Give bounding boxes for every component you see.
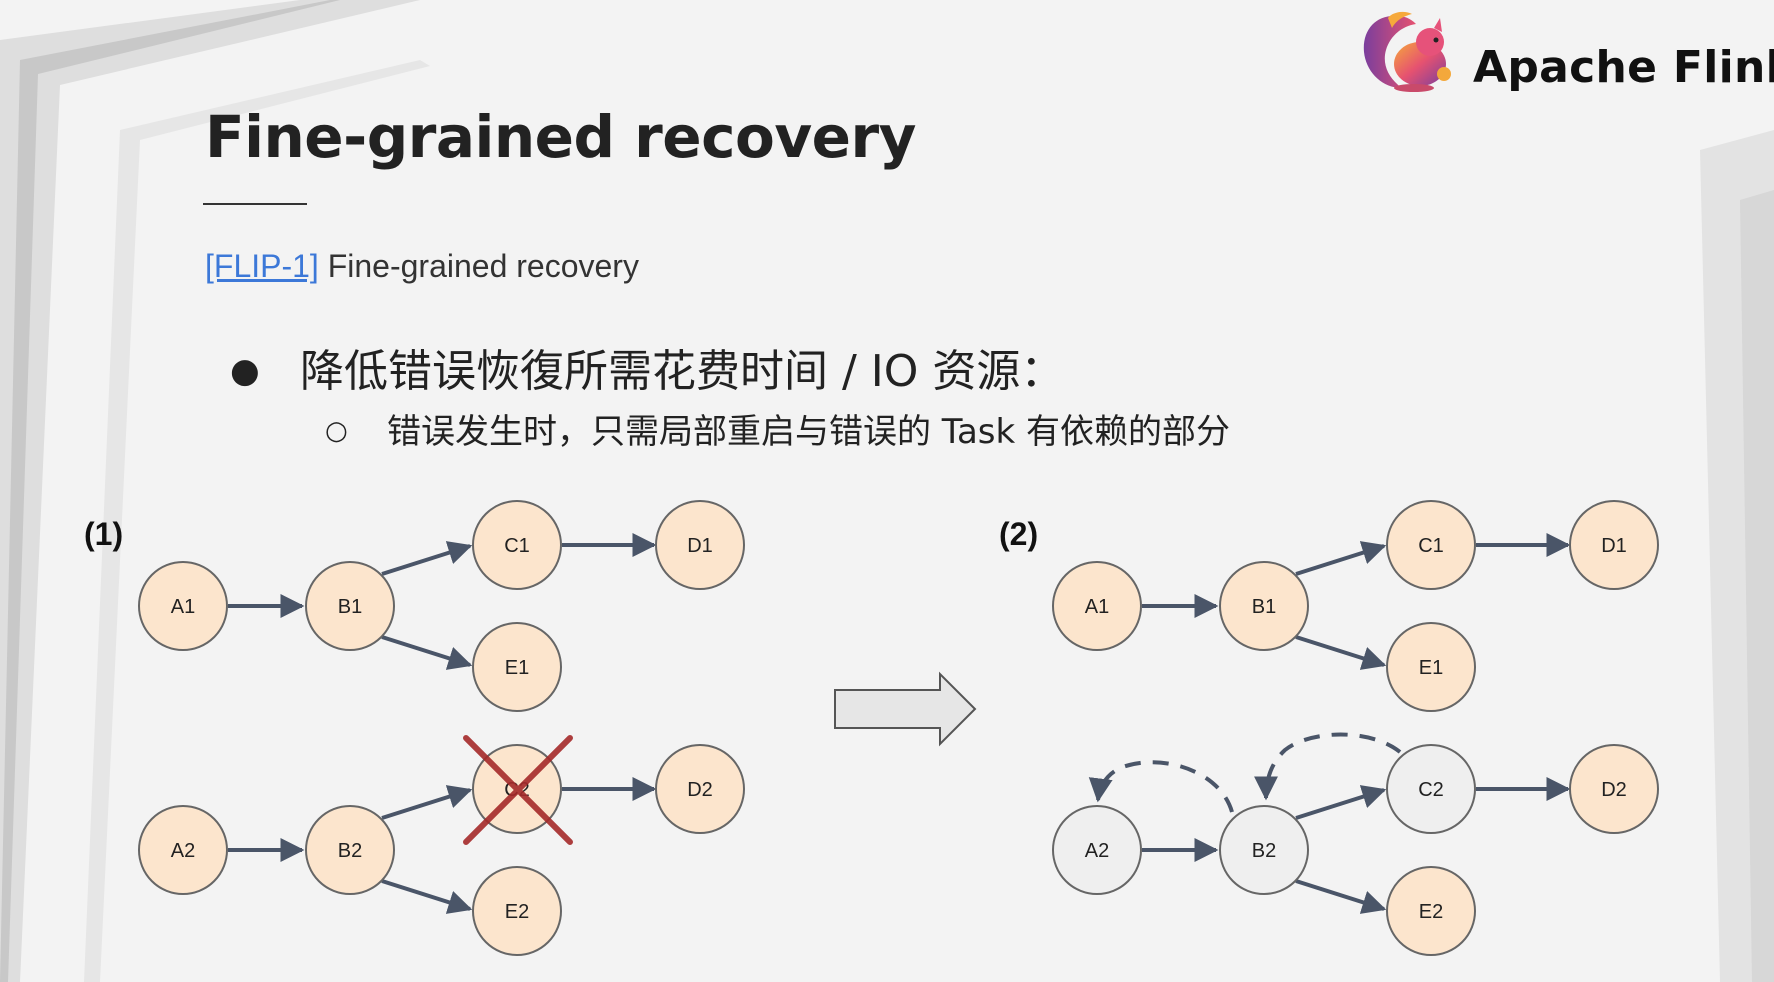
- edge-b1-c1-r: [1295, 541, 1387, 576]
- node-e2: [472, 866, 562, 956]
- node-e1-r: [1386, 622, 1476, 712]
- node-d1: [655, 500, 745, 590]
- node-a1-r: [1052, 561, 1142, 651]
- node-label-a1: A1: [171, 596, 195, 618]
- node-label-b2: B2: [338, 840, 362, 862]
- node-label-c1-r: C1: [1418, 535, 1444, 557]
- bullet-level1: ● 降低错误恢復所需花费时间 / IO 资源：: [230, 335, 1064, 399]
- node-label-a2-r: A2: [1085, 840, 1109, 862]
- edge-b2-c2-r: [1295, 785, 1387, 820]
- node-label-e2: E2: [505, 901, 529, 923]
- title-underline: [203, 203, 307, 205]
- node-e2-r: [1386, 866, 1476, 956]
- edge-b1-c1: [381, 541, 473, 576]
- node-label-a1-r: A1: [1085, 596, 1109, 618]
- edge-b2-c2: [381, 785, 473, 820]
- node-d1-r: [1569, 500, 1659, 590]
- slide-title: Fine-grained recovery: [205, 103, 916, 171]
- diagram-label-2: (2): [999, 516, 1038, 552]
- restart-arrow-c2-b2: [1254, 732, 1402, 801]
- diagram-1: [228, 533, 657, 914]
- node-label-e2-r: E2: [1419, 901, 1443, 923]
- node-b1: [305, 561, 395, 651]
- failure-cross-icon: [463, 735, 573, 845]
- node-label-c1: C1: [504, 535, 530, 557]
- node-label-b1-r: B1: [1252, 596, 1276, 618]
- node-b2-r: [1219, 805, 1309, 895]
- edge-b1-e1-r: [1295, 635, 1387, 670]
- node-b1-r: [1219, 561, 1309, 651]
- flip-link[interactable]: [FLIP-1]: [205, 248, 319, 284]
- node-label-d2-r: D2: [1601, 779, 1627, 801]
- node-label-e1-r: E1: [1419, 657, 1443, 679]
- edge-b1-e1: [381, 635, 473, 670]
- node-label-a2: A2: [171, 840, 195, 862]
- node-a2: [138, 805, 228, 895]
- node-c2-r: [1386, 744, 1476, 834]
- bullet-dot-icon: ●: [230, 351, 260, 391]
- node-label-b1: B1: [338, 596, 362, 618]
- transition-arrow-icon: [834, 671, 977, 747]
- node-e1: [472, 622, 562, 712]
- node-d2-r: [1569, 744, 1659, 834]
- node-d2: [655, 744, 745, 834]
- bullet-level2: ○ 错误发生时，只需局部重启与错误的 Task 有依赖的部分: [325, 404, 1230, 453]
- flink-squirrel-icon: [1363, 11, 1451, 92]
- bullet-level1-text: 降低错误恢復所需花费时间 / IO 资源：: [300, 346, 1065, 397]
- flip-reference: [FLIP-1] Fine-grained recovery: [205, 248, 639, 285]
- diagram-2: [1088, 533, 1571, 914]
- node-a2-r: [1052, 805, 1142, 895]
- node-b2: [305, 805, 395, 895]
- restart-arrow-b2-a2: [1088, 760, 1234, 813]
- node-label-c2-r: C2: [1418, 779, 1444, 801]
- bullet-circle-icon: ○: [325, 416, 348, 446]
- node-c1: [472, 500, 562, 590]
- node-label-b2-r: B2: [1252, 840, 1276, 862]
- brand-name: Apache Flink: [1473, 42, 1774, 93]
- diagram-label-1: (1): [84, 516, 123, 552]
- node-label-e1: E1: [505, 657, 529, 679]
- bullet-level2-text: 错误发生时，只需局部重启与错误的 Task 有依赖的部分: [387, 412, 1230, 452]
- node-a1: [138, 561, 228, 651]
- edge-b2-e2-r: [1295, 879, 1387, 914]
- edge-b2-e2: [381, 879, 473, 914]
- node-label-d1-r: D1: [1601, 535, 1627, 557]
- node-label-d2: D2: [687, 779, 713, 801]
- node-label-d1: D1: [687, 535, 713, 557]
- node-c1-r: [1386, 500, 1476, 590]
- flip-link-suffix: Fine-grained recovery: [318, 248, 639, 284]
